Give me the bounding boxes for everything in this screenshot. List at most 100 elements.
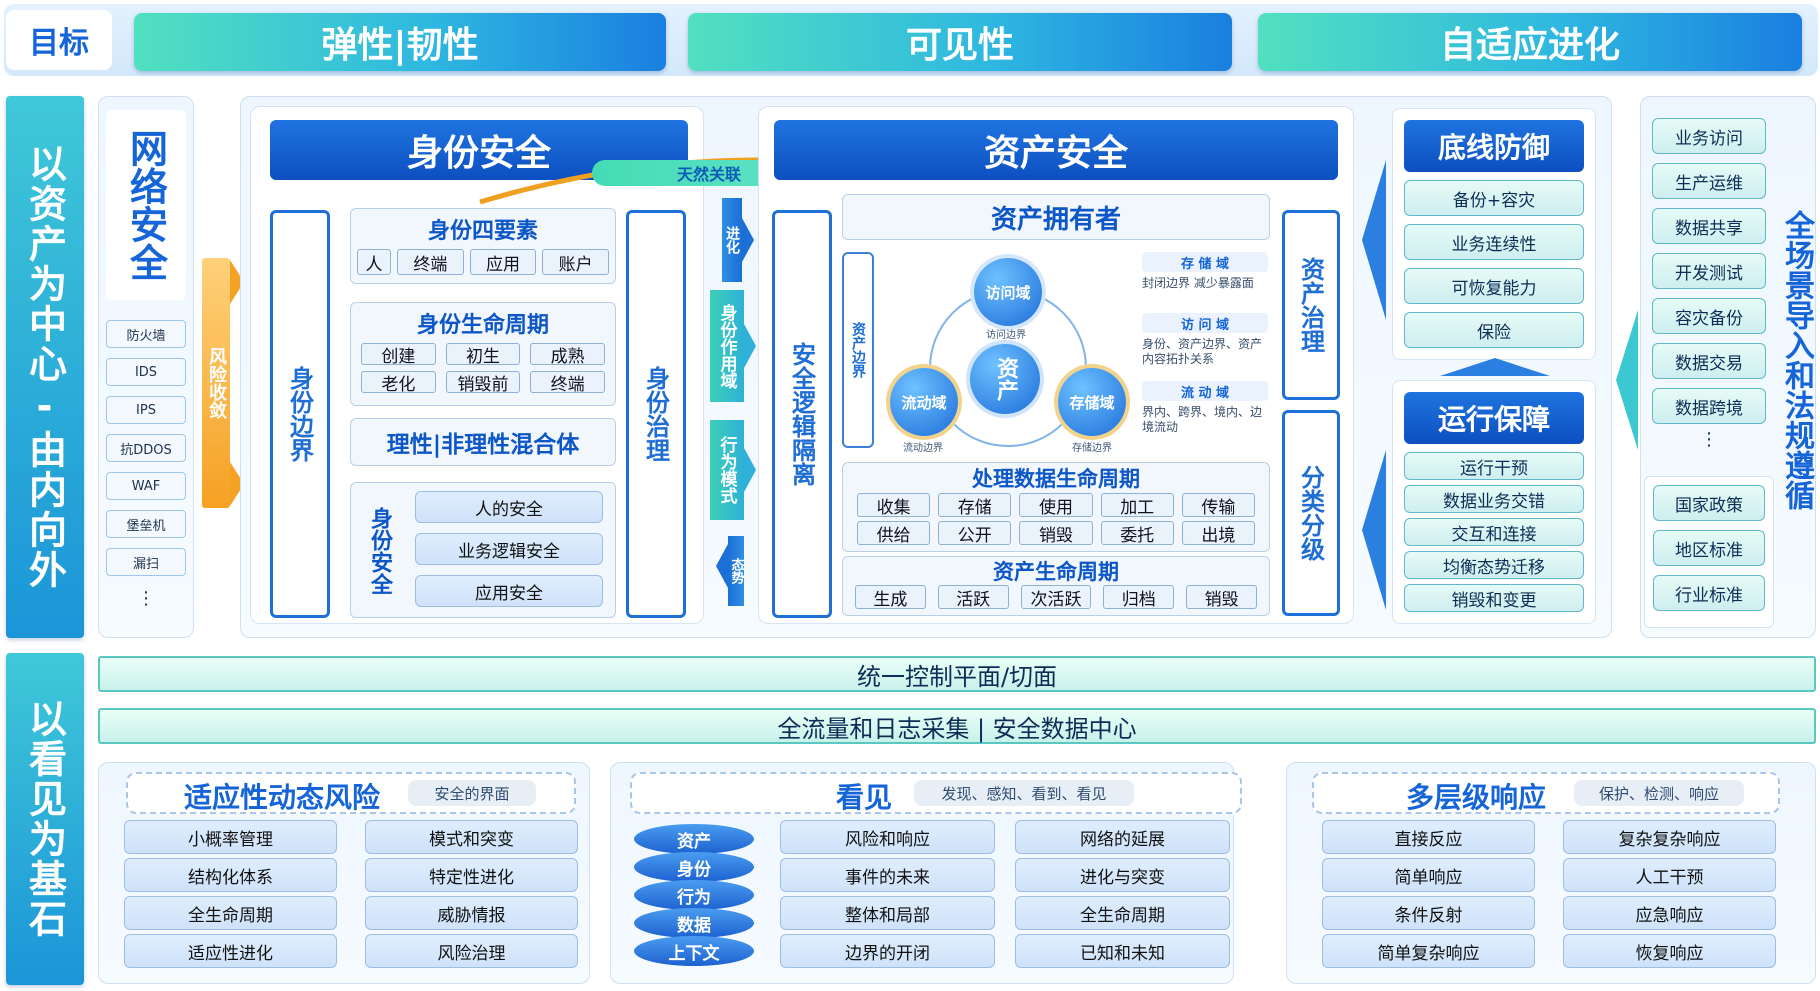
network-item: 堡垒机 [106,510,186,538]
identity-security-item: 人的安全 [415,491,603,523]
response-item: 简单响应 [1322,858,1535,892]
scenario-item: 数据共享 [1652,208,1766,244]
regulation-item: 国家政策 [1653,485,1765,521]
scope-arrow: 身份作用域 [710,290,744,402]
up-arrow-icon [1440,358,1550,376]
stack-item: 身份 [634,852,754,882]
lifecycle-cell: 销毁前 [445,371,521,395]
baseline-item: 保险 [1404,312,1584,348]
lifecycle-title: 身份生命周期 [416,313,549,338]
adaptive-item: 全生命周期 [124,896,337,930]
storage-boundary-label: 存储边界 [1072,443,1112,454]
data-lifecycle-cell: 供给 [857,521,931,546]
scenario-side-label: 全场景导入和法规遵循 [1779,210,1814,510]
stack-item: 资产 [634,824,754,854]
asset-classification: 分类分级 [1282,410,1340,616]
operation-title: 运行保障 [1404,392,1584,444]
goal-visibility: 可见性 [688,13,1232,71]
flow-boundary-label: 流动边界 [903,443,943,454]
scenario-item: 业务访问 [1652,118,1766,154]
scenario-item: 开发测试 [1652,253,1766,289]
response-item: 复杂复杂响应 [1563,820,1776,854]
asset-governance: 资产治理 [1282,210,1340,400]
visibility-item: 进化与突变 [1015,858,1230,892]
domain-desc-title: 流 动 域 [1142,381,1268,401]
access-boundary-label: 访问边界 [986,330,1026,341]
control-plane-bar: 统一控制平面/切面 [98,656,1816,692]
visibility-item: 网络的延展 [1015,820,1230,854]
response-item: 应急响应 [1563,896,1776,930]
asset-lifecycle-title: 资产生命周期 [993,560,1119,584]
data-lifecycle-cell: 公开 [938,521,1012,546]
identity-security-item: 应用安全 [415,575,603,607]
domain-desc-title: 访 问 域 [1142,313,1268,333]
baseline-item: 业务连续性 [1404,224,1584,260]
identity-title: 身份安全 [270,120,688,180]
visibility-foundation-label: 以看见为基石 [6,653,84,985]
chevron-left-icon [1616,310,1638,450]
goal-adaptive: 自适应进化 [1258,13,1802,71]
element-cell: 应用 [469,249,537,275]
lifecycle-cell: 老化 [361,371,436,395]
adaptive-title: 适应性动态风险 [184,781,381,814]
network-item: IPS [106,396,186,424]
network-item: WAF [106,472,186,500]
data-lifecycle-title: 处理数据生命周期 [972,467,1140,491]
identity-security-item: 业务逻辑安全 [415,533,603,565]
data-lifecycle-cell: 出境 [1181,521,1255,546]
data-lifecycle-cell: 加工 [1100,493,1174,518]
response-title: 多层级响应 [1406,781,1547,814]
visibility-title: 看见 [836,781,893,814]
scope-arrow-head [744,324,756,368]
data-lifecycle: 处理数据生命周期 收集 存储 使用 加工 传输 供给 公开 销毁 委托 出境 [842,462,1270,552]
adaptive-item: 适应性进化 [124,934,337,968]
element-cell: 账户 [542,249,610,275]
operation-item: 销毁和变更 [1404,584,1584,612]
baseline-title: 底线防御 [1404,120,1584,172]
data-lifecycle-cell: 使用 [1019,493,1093,518]
asset-lifecycle-cell: 生成 [855,585,926,610]
scenario-item: 数据跨境 [1652,388,1766,424]
flow-domain-circle: 流动域 [890,368,958,436]
regulation-item: 行业标准 [1653,575,1765,611]
lifecycle-cell: 初生 [445,343,521,367]
data-lifecycle-cell: 委托 [1100,521,1174,546]
network-item-more: ⋮ [137,587,155,609]
adaptive-item: 风险治理 [365,934,578,968]
network-item: 漏扫 [106,548,186,576]
asset-lifecycle-cell: 归档 [1103,585,1175,610]
goal-resilience: 弹性|韧性 [134,13,666,71]
adaptive-item: 小概率管理 [124,820,337,854]
response-item: 恢复响应 [1563,934,1776,968]
domain-desc-text: 身份、资产边界、资产内容拓扑关系 [1142,337,1263,366]
data-lifecycle-cell: 传输 [1181,493,1255,518]
lifecycle-cell: 成熟 [530,343,605,367]
baseline-item: 可恢复能力 [1404,268,1584,304]
data-lifecycle-cell: 收集 [857,493,931,518]
identity-security-block: 身份安全 人的安全 业务逻辑安全 应用安全 [350,482,616,618]
evolve-arrow-head [742,218,754,262]
chevron-left-icon [1362,160,1386,610]
goal-label: 目标 [6,10,112,70]
adaptive-item: 模式和突变 [365,820,578,854]
network-item: IDS [106,358,186,386]
response-item: 简单复杂响应 [1322,934,1535,968]
data-center-bar: 全流量和日志采集 | 安全数据中心 [98,708,1816,744]
scenario-item: 生产运维 [1652,163,1766,199]
scenario-list: 业务访问 生产运维 数据共享 开发测试 容灾备份 数据交易 数据跨境 ⋮ [1652,118,1766,450]
domain-desc-text: 封闭边界 减少暴露面 [1142,276,1254,290]
network-item-list: 防火墙 IDS IPS 抗DDOS WAF 堡垒机 漏扫 ⋮ [106,320,186,610]
visibility-grid: 风险和响应 网络的延展 事件的未来 进化与突变 整体和局部 全生命周期 边界的开… [780,820,1230,968]
baseline-item: 备份+容灾 [1404,180,1584,216]
regulation-list: 国家政策 地区标准 行业标准 [1644,476,1774,628]
operation-item: 数据业务交错 [1404,485,1584,513]
access-domain-circle: 访问域 [974,258,1042,326]
network-title: 网络安全 [106,110,186,300]
network-item: 抗DDOS [106,434,186,462]
scenario-item: 容灾备份 [1652,298,1766,334]
visibility-tag: 发现、感知、看到、看见 [914,780,1134,806]
stack-item: 上下文 [634,936,754,966]
visibility-item: 风险和响应 [780,820,995,854]
asset-owner: 资产拥有者 [842,194,1270,240]
trend-arrow-head [716,544,728,588]
